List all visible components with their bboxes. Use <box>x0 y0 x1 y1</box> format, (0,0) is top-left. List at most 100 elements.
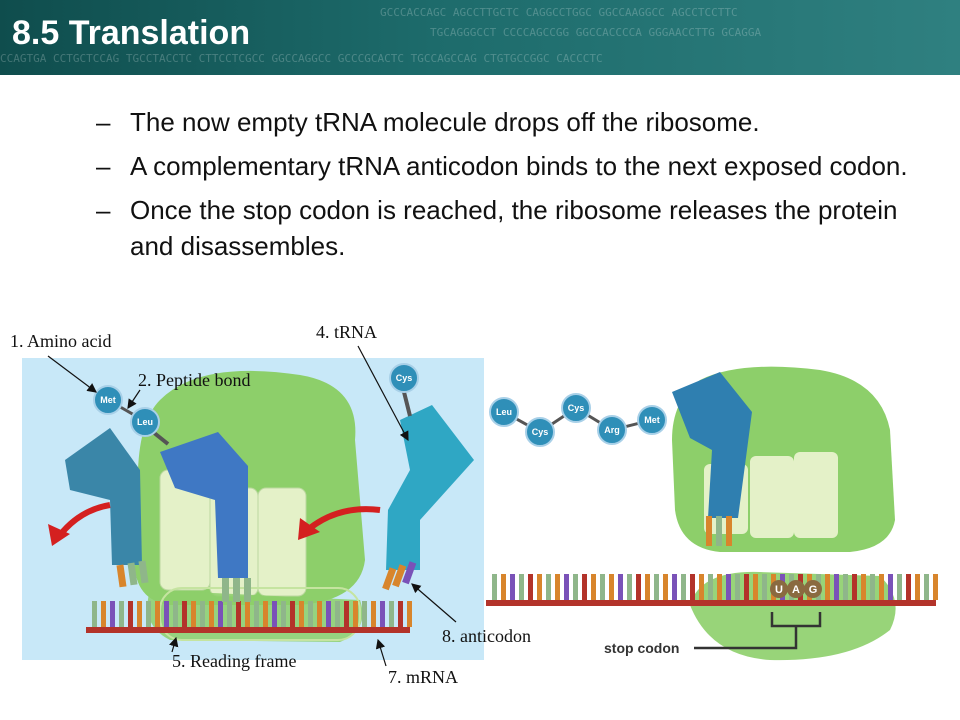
mrna-nucleotide <box>672 574 677 600</box>
svg-text:Leu: Leu <box>496 407 512 417</box>
amino-acid-met: Met <box>93 385 123 415</box>
dna-sequence-decoration: TGCAGGGCCT CCCCAGCCGG GGCCACCCCA GGGAACC… <box>430 26 762 39</box>
released-trna <box>672 372 752 518</box>
mrna-nucleotide <box>627 574 632 600</box>
mrna-nucleotide <box>573 574 578 600</box>
mrna-nucleotide <box>128 601 133 627</box>
label-anticodon: 8. anticodon <box>442 626 531 646</box>
mrna-nucleotide <box>582 574 587 600</box>
mrna-nucleotide <box>519 574 524 600</box>
entry-arrow <box>308 506 381 531</box>
svg-text:Cys: Cys <box>568 403 585 413</box>
mrna-strand-right <box>486 574 938 606</box>
svg-text:Arg: Arg <box>604 425 620 435</box>
mrna-nucleotide <box>137 601 142 627</box>
svg-text:Cys: Cys <box>396 373 413 383</box>
mrna-nucleotide <box>263 601 268 627</box>
mrna-nucleotide <box>254 601 259 627</box>
mrna-nucleotide <box>609 574 614 600</box>
svg-text:Met: Met <box>100 395 116 405</box>
mrna-nucleotide <box>861 574 866 600</box>
bullet-item: – The now empty tRNA molecule drops off … <box>96 104 916 140</box>
mrna-nucleotide <box>146 601 151 627</box>
protein-amino-acid: Met <box>637 405 667 435</box>
mrna-nucleotide <box>762 574 767 600</box>
bullet-item: – Once the stop codon is reached, the ri… <box>96 192 916 264</box>
mrna-nucleotide <box>353 601 358 627</box>
mrna-nucleotide <box>510 574 515 600</box>
mrna-nucleotide <box>173 601 178 627</box>
bullet-list: – The now empty tRNA molecule drops off … <box>96 104 916 272</box>
mrna-nucleotide <box>182 601 187 627</box>
protein-amino-acid: Cys <box>525 417 555 447</box>
label-stop-codon: stop codon <box>604 640 679 656</box>
mrna-nucleotide <box>299 601 304 627</box>
mrna-nucleotide <box>717 574 722 600</box>
mrna-strand-left <box>86 601 412 633</box>
title-banner: GCCCACCAGC AGCCTTGCTC CAGGCCTGGC GGCCAAG… <box>0 0 960 75</box>
mrna-nucleotide <box>492 574 497 600</box>
mrna-nucleotide <box>852 574 857 600</box>
svg-text:Cys: Cys <box>532 427 549 437</box>
mrna-nucleotide <box>546 574 551 600</box>
mrna-nucleotide <box>654 574 659 600</box>
mrna-nucleotide <box>897 574 902 600</box>
mrna-nucleotide <box>555 574 560 600</box>
mrna-nucleotide <box>834 574 839 600</box>
mrna-nucleotide <box>663 574 668 600</box>
mrna-nucleotide <box>933 574 938 600</box>
mrna-nucleotide <box>690 574 695 600</box>
mrna-nucleotide <box>236 601 241 627</box>
mrna-nucleotide <box>227 601 232 627</box>
bullet-text: A complementary tRNA anticodon binds to … <box>130 151 908 181</box>
bullet-dash: – <box>96 195 111 225</box>
mrna-nucleotide <box>209 601 214 627</box>
protein-amino-acid: Cys <box>561 393 591 423</box>
svg-text:A: A <box>792 584 800 596</box>
mrna-nucleotide <box>636 574 641 600</box>
mrna-nucleotide <box>870 574 875 600</box>
mrna-nucleotide <box>537 574 542 600</box>
mrna-nucleotide <box>326 601 331 627</box>
protein-amino-acid: Leu <box>489 397 519 427</box>
svg-text:U: U <box>775 584 783 596</box>
label-reading-frame: 5. Reading frame <box>172 651 296 671</box>
mrna-nucleotide <box>591 574 596 600</box>
stop-codon-bracket <box>694 612 822 650</box>
mrna-nucleotide <box>398 601 403 627</box>
bullet-item: – A complementary tRNA anticodon binds t… <box>96 148 916 184</box>
amino-acid-leu: Leu <box>130 407 160 437</box>
dna-sequence-decoration: GCCCACCAGC AGCCTTGCTC CAGGCCTGGC GGCCAAG… <box>380 6 738 19</box>
mrna-nucleotide <box>600 574 605 600</box>
ribosome-site-a <box>257 487 307 597</box>
mrna-nucleotide <box>155 601 160 627</box>
label-amino-acid: 1. Amino acid <box>10 331 112 351</box>
stop-codon: U A G <box>770 580 822 598</box>
mrna-nucleotide <box>344 601 349 627</box>
svg-text:G: G <box>809 584 818 596</box>
dna-sequence-decoration: CCAGTGA CCTGCTCCAG TGCCTACCTC CTTCCTCGCC… <box>0 52 603 65</box>
amino-acid-cys-incoming: Cys <box>389 363 419 393</box>
mrna-nucleotide <box>164 601 169 627</box>
trna-p-site <box>160 432 248 578</box>
mrna-nucleotide <box>645 574 650 600</box>
protein-amino-acid: Arg <box>597 415 627 445</box>
bullet-text: The now empty tRNA molecule drops off th… <box>130 107 760 137</box>
bullet-dash: – <box>96 107 111 137</box>
mrna-nucleotide <box>753 574 758 600</box>
page-title: 8.5 Translation <box>12 14 251 52</box>
mrna-nucleotide <box>618 574 623 600</box>
mrna-nucleotide <box>879 574 884 600</box>
mrna-nucleotide <box>290 601 295 627</box>
mrna-nucleotide <box>708 574 713 600</box>
mrna-nucleotide <box>735 574 740 600</box>
svg-text:Met: Met <box>644 415 660 425</box>
mrna-nucleotide <box>888 574 893 600</box>
mrna-nucleotide <box>924 574 929 600</box>
mrna-nucleotide <box>906 574 911 600</box>
mrna-nucleotide <box>191 601 196 627</box>
mrna-nucleotide <box>843 574 848 600</box>
mrna-nucleotide <box>726 574 731 600</box>
